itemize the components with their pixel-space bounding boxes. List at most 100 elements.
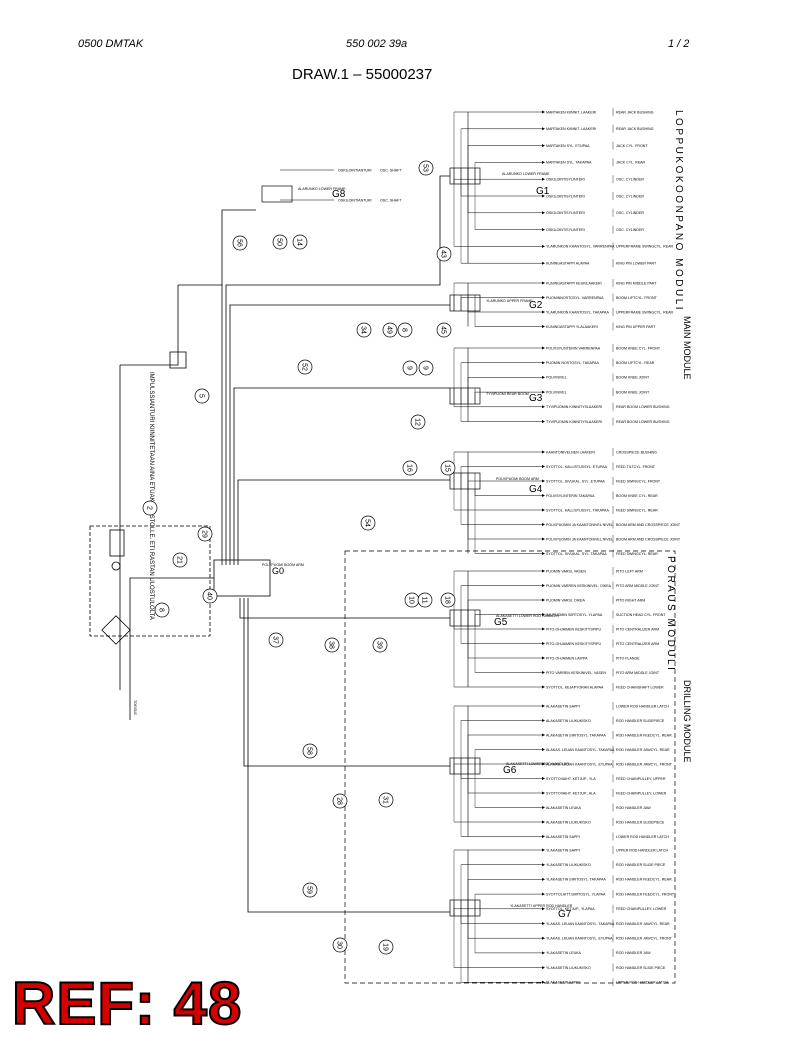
lube-point-fi: ALAKASETIN LIUKUKISKO [546, 719, 591, 723]
drilling-module-en-title: DRILLING MODULE [682, 680, 692, 763]
arrow-head [542, 806, 545, 809]
lube-point-fi: ALAKASETIN SAPPI [546, 835, 580, 839]
lube-point-en: ROD HANDLER JAWCYL. REAR [616, 922, 670, 926]
callout-number: 8 [401, 328, 408, 332]
callout-bubble: 12 [410, 414, 426, 430]
arrow-head [542, 296, 545, 299]
arrow-head [542, 762, 545, 766]
lube-point-fi: YLAKASETIN LEUKA [546, 951, 582, 955]
g1-junction-label: G1 [536, 186, 550, 197]
arrow-head [542, 598, 545, 602]
callout-circle [272, 234, 288, 250]
arrow-head [542, 892, 545, 896]
lube-point-en: JACK CYL. REAR [616, 161, 646, 165]
drilling-module-fi-title: PORAUS MODULI [665, 556, 676, 672]
callout-bubble: 5 [194, 388, 210, 404]
arrow-head [542, 228, 545, 232]
arrow-head [542, 877, 545, 881]
arrow-head [542, 261, 545, 265]
callout-number: 31 [382, 796, 389, 804]
lube-point-en: OSC. CYLINDER [616, 178, 644, 182]
lube-point-fi: YLAKASETIN LIUKUKISKO [546, 863, 591, 867]
callout-circle [378, 792, 394, 808]
callout-circle [232, 235, 248, 251]
g6-distributor-block [449, 757, 481, 775]
callout-number: 9 [422, 366, 429, 370]
lube-point-en: PITO LEFT ARM [616, 569, 643, 573]
arrow-head [542, 791, 545, 795]
reference-label: REF: 48 [11, 970, 243, 1037]
arrow-head [542, 671, 545, 674]
arrow-head [542, 835, 545, 838]
lube-point-fi: PITO VARREN KESKINIVEL, VASEN [546, 671, 606, 675]
lube-point-en: PITO ARM MIDDLE JOINT [616, 584, 660, 588]
callout-bubble: 40 [202, 588, 218, 604]
lube-point-fi: ALAKASETIN LIUKUKISKO [546, 820, 591, 824]
callout-number: 34 [360, 326, 367, 334]
g3-box-label: TYVIPUOMI REAR BOOM [486, 392, 529, 396]
lube-point-en: UPPERFRAME SWINGCYL. REAR [616, 245, 674, 249]
lube-point-en: PITO RIGHT ARM [616, 598, 645, 602]
arrow-head [542, 922, 545, 925]
callout-number: 5 [198, 394, 205, 398]
lube-point-en: BOOM KNEE CYL. REAR [616, 494, 658, 498]
callout-circle [194, 388, 210, 404]
callout-bubble: 11 [417, 592, 433, 608]
lube-point-fi: SYOTTOVAIHT. KETJUP., YLA [546, 777, 596, 781]
lube-point-en: ROD HANDLER JAW [616, 806, 651, 810]
lube-point-fi: OSKILOINTISYLINTERI [546, 194, 585, 198]
arrow-head [542, 719, 545, 722]
lube-point-en: FEED CHAINSHAFT LOWER [616, 685, 664, 689]
lube-point-fi: POLVIPUOMIN JA KAANTONIVEL NIVEL [546, 537, 613, 541]
callout-circle [154, 602, 170, 618]
arrow-head [542, 820, 545, 824]
callout-bubble: 49 [382, 322, 398, 338]
callout-circle [440, 460, 456, 476]
lube-point-fi: TYVIPUOMIN KIINNITYSLAAKERI [546, 420, 602, 424]
lube-point-en: ROD HANDLER JAW [616, 951, 651, 955]
g2-junction-label: G2 [529, 300, 543, 311]
callout-circle [268, 632, 284, 648]
lube-point-fi: KUNINGASTAPPI KESKILAAKERI [546, 281, 602, 285]
callout-circle [418, 160, 434, 176]
lube-point-en: BOOM ARM AND CROSSPIECE JOINT [616, 523, 681, 527]
callout-bubble: 54 [360, 515, 376, 531]
arrow-head [542, 390, 545, 394]
main-module-en-title: MAIN MODULE [682, 316, 692, 380]
lube-point-fi: YLAKASETIN SAPPI [546, 981, 580, 985]
arrow-head [542, 569, 545, 573]
lube-point-en: OSC. SHAFT [380, 168, 402, 172]
callout-bubble: 31 [378, 792, 394, 808]
lube-point-fi: KUNINGASTAPPI YLALAAKERI [546, 325, 598, 329]
lube-point-fi: PUOMIN VARREN KESKINIVEL, OIKEA [546, 584, 612, 588]
lube-point-fi: PUOMIN NOSTOSYL. TAKAPAA [546, 361, 599, 365]
impulse-sensor-note: IMPULSSIANTURI KIINNITETAAN AINA ETUAKSE… [148, 372, 154, 620]
g5-junction-label: G5 [494, 617, 508, 628]
lube-point-en: KING PIN LOWER PART [616, 262, 657, 266]
lube-point-en: REAR JACK BUSHING [616, 110, 654, 114]
arrow-head [542, 627, 545, 631]
callout-number: 30 [336, 941, 343, 949]
lube-point-en: PITO CENTRALIZER ARM [616, 642, 659, 646]
g1-distributor-block [449, 167, 481, 185]
lube-point-en: ROD HANDLER SLIDEPIECE [616, 719, 665, 723]
lube-point-en: REAR BOOM LOWER BUSHING [616, 405, 670, 409]
callout-circle [202, 588, 218, 604]
lube-point-en: OSC. CYLINDER [616, 228, 644, 232]
lube-point-en: ROD HANDLER JAWCYL. FRONT [616, 762, 673, 766]
doc-number: 550 002 39a [346, 38, 408, 50]
callout-bubble: 28 [332, 793, 348, 809]
arrow-head [542, 951, 545, 955]
arrow-head [542, 584, 545, 587]
arrow-head [542, 110, 545, 114]
arrow-head [542, 642, 545, 645]
callout-number: 39 [376, 641, 383, 649]
lube-point-en: BOOM LIFTCYL. REAR [616, 361, 655, 365]
arrow-head [542, 907, 545, 911]
lube-point-fi: KAANTONIVELNEN LAAKERI [546, 450, 595, 454]
g8-distributor-block [261, 185, 293, 203]
g6-lubrication-group: ALAKASETTI LOWER ROD HANDLERG6ALAKASETIN… [449, 702, 673, 841]
doc-code: 0500 DMTAK [78, 38, 144, 50]
